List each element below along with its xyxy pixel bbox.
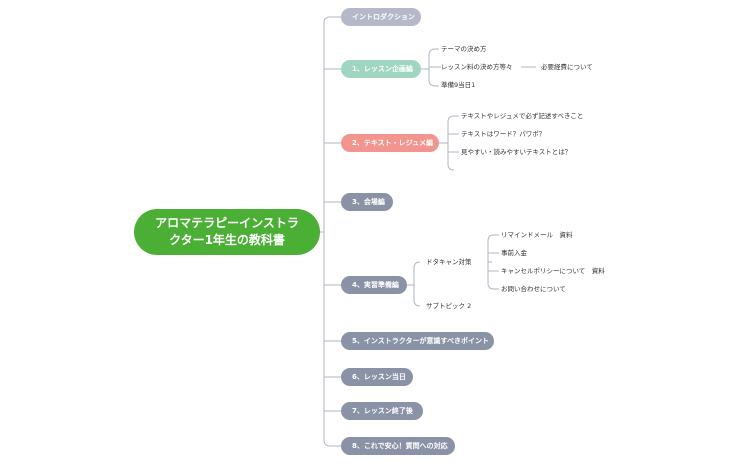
connector-t2-items	[448, 115, 459, 153]
topic-practice-prep[interactable]: 4、実習準備編	[341, 276, 407, 294]
connector-trunk	[323, 16, 331, 447]
topic-lesson-day[interactable]: 6、レッスン当日	[341, 368, 413, 386]
subtopic-expenses[interactable]: 必要経費について	[541, 63, 593, 71]
connector-noshow-bracket	[487, 234, 495, 290]
connector-t1-ends	[435, 48, 439, 87]
subtopic-reminder-mail[interactable]: リマインドメール 資料	[501, 231, 573, 239]
subtopic-prepayment[interactable]: 事前入金	[501, 249, 527, 257]
connector-noshow-items	[488, 234, 499, 290]
topic-text-resume[interactable]: 2、テキスト・レジュメ編	[341, 134, 439, 152]
subtopic-must-write[interactable]: テキストやレジュメで必ず記述すべきこと	[461, 112, 584, 120]
subtopic-2[interactable]: サブトピック 2	[426, 302, 472, 310]
topic-venue[interactable]: 3、会場編	[341, 193, 393, 211]
central-topic[interactable]: アロマテラピーインストラ クター1年生の教科書	[134, 209, 320, 255]
central-topic-line-2: クター1年生の教科書	[169, 233, 285, 247]
connector-t4-bracket	[413, 261, 421, 307]
central-topic-line-1: アロマテラピーインストラ	[155, 216, 299, 230]
subtopic-readable-text[interactable]: 見やすい・読みやすいテキストとは？	[461, 148, 572, 156]
subtopic-no-show[interactable]: ドタキャン対策	[426, 258, 472, 266]
topic-after-lesson[interactable]: 7、レッスン終了後	[341, 402, 423, 420]
subtopic-theme[interactable]: テーマの決め方	[441, 45, 487, 53]
subtopic-lesson-fee[interactable]: レッスン料の決め方等々	[441, 63, 513, 71]
subtopic-prep-day[interactable]: 準備9当日1	[441, 81, 476, 89]
topic-question-handling[interactable]: 8、これで安心！質問への対応	[341, 437, 455, 455]
topic-instructor-points[interactable]: 5、インストラクターが意識すべきポイント	[341, 332, 494, 350]
subtopic-word-or-ppt[interactable]: テキストはワード？パワポ？	[461, 130, 546, 138]
subtopic-inquiries[interactable]: お問い合わせについて	[501, 285, 566, 293]
connector-t2-bracket	[447, 115, 455, 171]
topic-introduction[interactable]: イントロダクション	[341, 8, 421, 26]
subtopic-cancel-policy[interactable]: キャンセルポリシーについて 資料	[501, 267, 605, 275]
topic-lesson-planning[interactable]: 1、レッスン企画編	[341, 60, 421, 78]
